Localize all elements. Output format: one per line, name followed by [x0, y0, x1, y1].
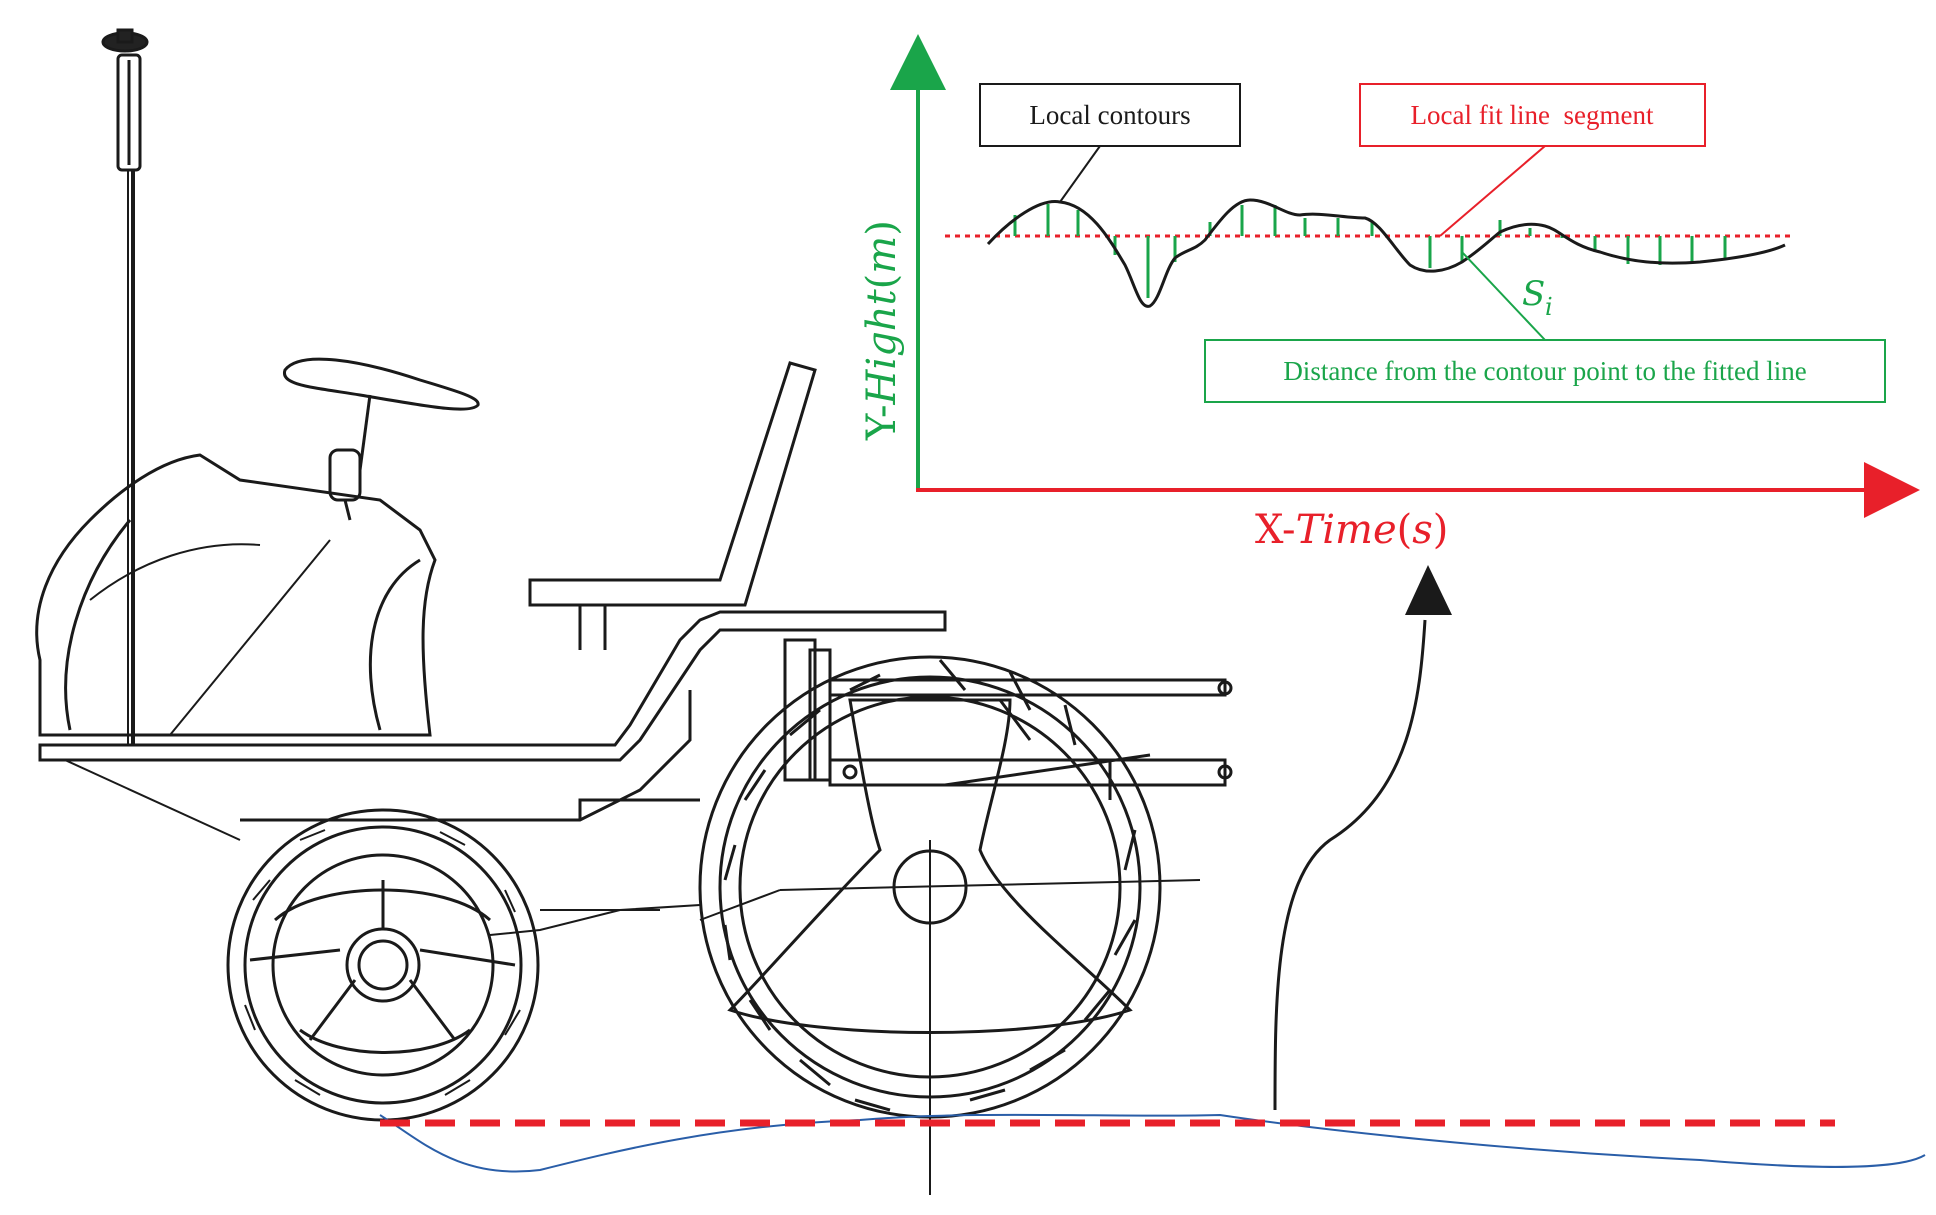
distance-note-text: Distance from the contour point to the f…: [1283, 356, 1806, 386]
s-i-symbol: S i: [1522, 274, 1553, 321]
y-axis-label: Y-Hight(m): [859, 220, 905, 441]
x-axis-paren-close: ): [1433, 507, 1449, 553]
local-contours-text: Local contours: [1029, 100, 1190, 130]
x-axis-name: Time: [1296, 507, 1397, 553]
y-axis-name: Hight: [859, 288, 905, 405]
inset-graph: Local contours Local fit line segment Di…: [859, 34, 1920, 553]
y-axis-paren-open: (: [859, 274, 905, 290]
y-axis-prefix: Y-: [859, 404, 905, 441]
distance-note-label: Distance from the contour point to the f…: [1204, 251, 1886, 403]
x-axis-prefix: X-: [1255, 507, 1296, 553]
y-axis-unit: m: [859, 236, 905, 274]
local-fit-line-text: Local fit line segment: [1411, 100, 1654, 130]
local-contours-label: Local contours: [979, 83, 1241, 203]
local-contour-curve: [986, 198, 1786, 308]
local-fit-line-label: Local fit line segment: [1359, 83, 1706, 237]
curved-arrow-icon: [1273, 565, 1452, 1111]
s-subscript: i: [1545, 293, 1553, 321]
distance-ticks: [1013, 204, 1727, 298]
rear-wheel: [698, 655, 1201, 1195]
chassis-frame: [38, 610, 1233, 936]
x-axis-paren-open: (: [1397, 507, 1413, 553]
s-symbol: S: [1522, 274, 1545, 314]
steering-wheel: [283, 357, 480, 521]
front-wheel: [226, 808, 540, 1122]
operator-seat: [528, 361, 817, 650]
y-axis-paren-close: ): [859, 220, 905, 236]
x-axis-unit: s: [1412, 507, 1433, 553]
engine-hood: [35, 453, 437, 737]
ground-profile: [379, 1113, 1926, 1173]
x-axis-label: X-Time(s): [1255, 507, 1448, 553]
gnss-antenna-icon: [101, 28, 149, 745]
tractor-illustration: [35, 28, 1233, 1195]
